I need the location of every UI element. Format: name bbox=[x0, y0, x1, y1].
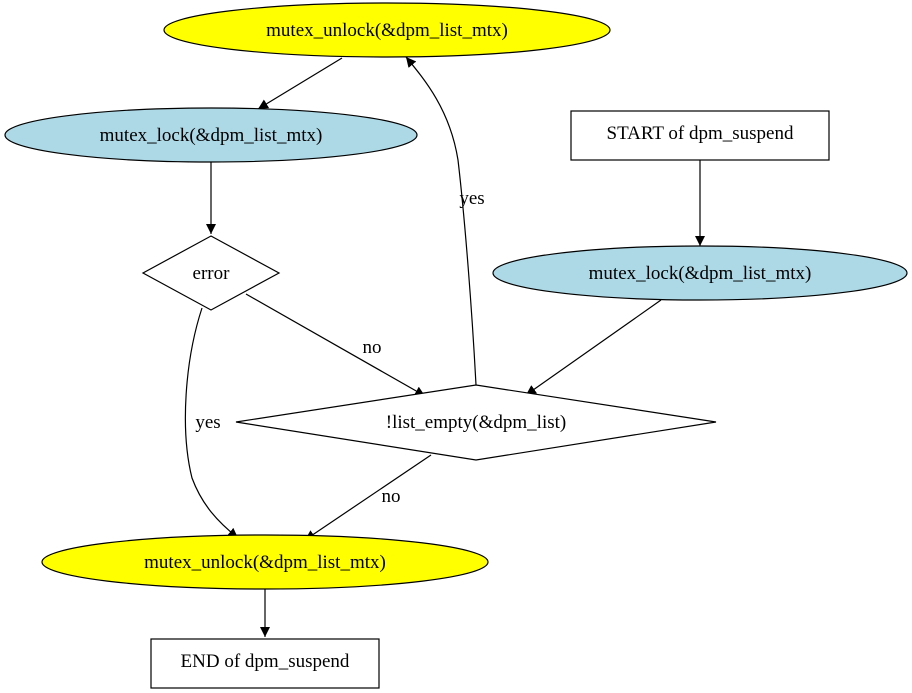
node-unlock-top: mutex_unlock(&dpm_list_mtx) bbox=[163, 2, 611, 58]
node-lock-right: mutex_lock(&dpm_list_mtx) bbox=[492, 245, 908, 301]
node-error-label: error bbox=[193, 263, 231, 284]
node-start-label: START of dpm_suspend bbox=[607, 123, 794, 144]
node-unlock-bottom-label: mutex_unlock(&dpm_list_mtx) bbox=[144, 552, 386, 573]
node-unlock-bottom: mutex_unlock(&dpm_list_mtx) bbox=[41, 534, 489, 590]
edge-label-yes-to-unlock-top: yes bbox=[459, 188, 484, 209]
node-unlock-top-label: mutex_unlock(&dpm_list_mtx) bbox=[266, 20, 508, 41]
node-lock-left-label: mutex_lock(&dpm_list_mtx) bbox=[100, 125, 323, 146]
node-start: START of dpm_suspend bbox=[570, 110, 830, 161]
edge-list-empty-to-unlock-bottom bbox=[304, 454, 432, 541]
node-list-empty-label: !list_empty(&dpm_list) bbox=[386, 412, 567, 433]
edge-error-to-unlock-bottom bbox=[184, 307, 239, 539]
edge-list-empty-to-unlock-top bbox=[405, 56, 477, 386]
edge-label-no-error-to-list-empty: no bbox=[363, 337, 382, 358]
node-error: error bbox=[141, 235, 281, 311]
node-list-empty: !list_empty(&dpm_list) bbox=[235, 384, 717, 461]
edge-label-no-list-empty-to-unlock-bottom: no bbox=[382, 486, 401, 507]
edge-unlock-top-to-lock-left bbox=[257, 57, 343, 110]
node-end: END of dpm_suspend bbox=[150, 638, 380, 689]
node-lock-left: mutex_lock(&dpm_list_mtx) bbox=[4, 107, 418, 163]
node-end-label: END of dpm_suspend bbox=[181, 651, 350, 672]
edge-lock-right-to-list-empty bbox=[525, 299, 662, 396]
node-lock-right-label: mutex_lock(&dpm_list_mtx) bbox=[589, 263, 812, 284]
edge-error-to-list-empty bbox=[245, 293, 426, 397]
edge-label-yes-error-to-unlock-bottom: yes bbox=[195, 412, 220, 433]
